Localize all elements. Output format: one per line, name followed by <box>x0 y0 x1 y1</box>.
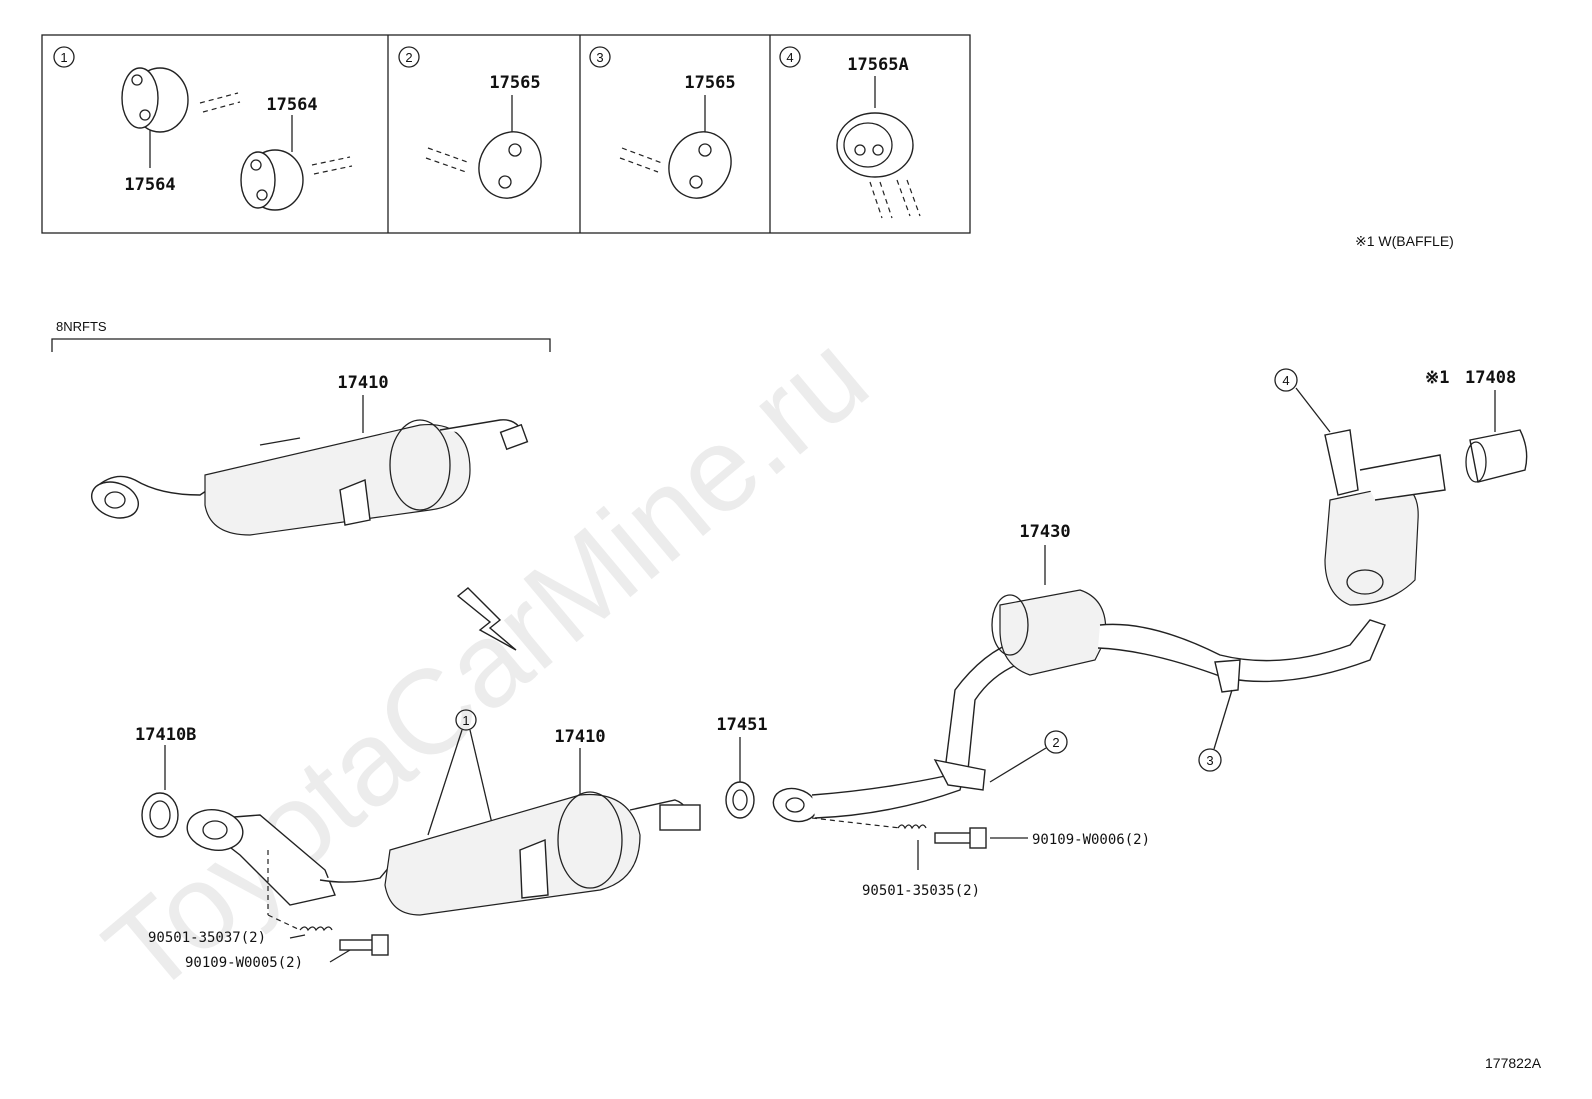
inset-2-marker: 2 <box>405 50 412 65</box>
converter-lower: 17410B 1 17410 90501-35037(2) <box>135 709 701 971</box>
tail-tip-mark: ※1 <box>1425 368 1449 388</box>
variant-group: 8NRFTS <box>51 319 551 352</box>
converter-upper: 17410 <box>91 373 529 536</box>
bolt-front-label: 90109-W0005(2) <box>185 955 303 971</box>
watermark: ToyotaCarMine.ru <box>81 309 893 1020</box>
inset-1-part-a: 17564 <box>124 175 175 195</box>
callout-2: 2 <box>1052 735 1059 750</box>
inset-panel-1: 1 17564 17564 <box>53 46 353 211</box>
inset-1-marker: 1 <box>60 50 67 65</box>
converter-lower-label: 17410 <box>554 727 605 747</box>
bolt-mid-label: 90109-W0006(2) <box>1032 832 1150 848</box>
center-pipe-label: 17430 <box>1019 522 1070 542</box>
variant-bracket <box>51 338 551 352</box>
inset-1-part-b: 17564 <box>266 95 317 115</box>
center-pipe: 17430 2 3 90109-W0006(2) 90501-35035(2) <box>772 522 1386 899</box>
bolt-icon <box>934 827 987 849</box>
baffle-note: ※1 W(BAFFLE) <box>1355 233 1454 249</box>
gasket-mid-label: 17451 <box>716 715 767 735</box>
hanger-rubber-icon <box>240 149 304 211</box>
converter-upper-label: 17410 <box>337 373 388 393</box>
diagram-code: 177822A <box>1485 1055 1542 1071</box>
direction-arrow-icon <box>456 587 517 651</box>
tail-pipe: 4 ※1 17408 <box>1274 368 1528 606</box>
callout-3: 3 <box>1206 753 1213 768</box>
gasket-ring-icon <box>141 792 179 838</box>
spring-mid-label: 90501-35035(2) <box>862 883 980 899</box>
inset-4-part: 17565A <box>847 55 908 75</box>
spring-icon <box>299 926 333 932</box>
callout-4: 4 <box>1282 373 1289 388</box>
spring-icon <box>897 824 927 830</box>
inset-panel-2: 2 17565 <box>398 46 542 199</box>
inset-2-part: 17565 <box>489 73 540 93</box>
inset-panel-3: 3 17565 <box>589 46 736 199</box>
variant-label: 8NRFTS <box>56 319 107 334</box>
hanger-rubber-icon <box>478 131 542 199</box>
callout-1: 1 <box>462 713 469 728</box>
inset-3-part: 17565 <box>684 73 735 93</box>
inset-panel-4: 4 17565A <box>779 46 921 219</box>
tail-tip-label: 17408 <box>1465 368 1516 388</box>
gasket-ring-icon <box>725 781 755 819</box>
hanger-rubber-icon <box>121 67 189 133</box>
inset-frame <box>41 34 971 234</box>
inset-4-marker: 4 <box>786 50 793 65</box>
gasket-mid: 17451 <box>716 715 768 819</box>
spring-front-label: 90501-35037(2) <box>148 930 266 946</box>
hanger-rubber-icon <box>668 131 732 199</box>
inset-3-marker: 3 <box>596 50 603 65</box>
bolt-icon <box>339 934 389 956</box>
tail-tip-icon <box>1465 429 1528 483</box>
inset-panels: 1 17564 17564 2 <box>41 34 971 234</box>
hanger-rubber-icon <box>836 112 914 178</box>
gasket-front-label: 17410B <box>135 725 196 745</box>
